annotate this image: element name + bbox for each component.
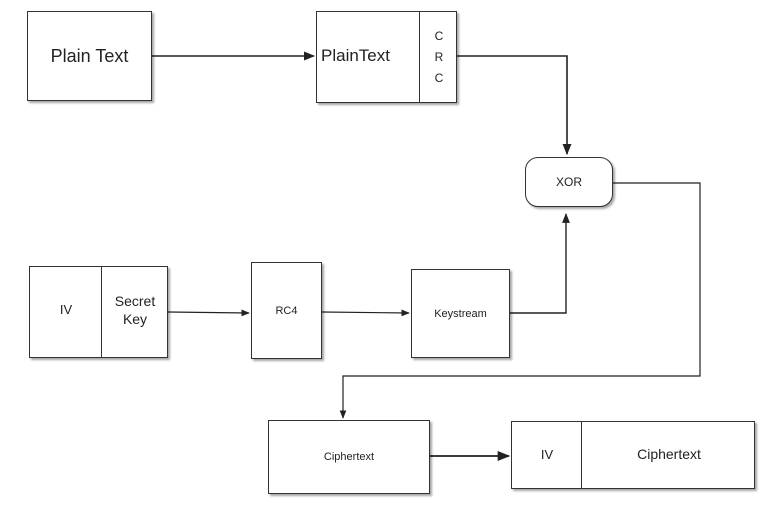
iv-label: IV bbox=[59, 302, 73, 317]
key-divider bbox=[101, 267, 102, 357]
iv-secret-key-box: IV Secret Key bbox=[29, 266, 168, 358]
ciphertext-label: Ciphertext bbox=[323, 451, 375, 463]
arrow-crc-to-xor bbox=[457, 55, 572, 156]
ciphertext-box: Ciphertext bbox=[268, 420, 430, 494]
plaintext-label: PlainText bbox=[321, 46, 390, 65]
rc4-box: RC4 bbox=[251, 262, 322, 359]
arrow-key-to-rc4 bbox=[167, 309, 250, 317]
plain-text-label: Plain Text bbox=[50, 45, 129, 66]
keystream-label: Keystream bbox=[434, 307, 487, 320]
output-ciphertext-label: Ciphertext bbox=[637, 446, 701, 462]
keystream-box: Keystream bbox=[411, 269, 510, 358]
plaintext-crc-box: PlainText C R C bbox=[316, 11, 457, 103]
crc-segment bbox=[419, 12, 420, 102]
secret-key-label: Secret Key bbox=[114, 293, 156, 327]
output-divider bbox=[581, 422, 582, 488]
arrow-rc4-to-keystream bbox=[321, 309, 410, 317]
rc4-label: RC4 bbox=[275, 304, 298, 317]
output-iv-label: IV bbox=[540, 447, 554, 462]
arrow-keystream-to-xor bbox=[510, 213, 570, 314]
arrow-xor-to-ciphertext bbox=[339, 182, 701, 419]
iv-ciphertext-output-box: IV Ciphertext bbox=[511, 421, 755, 489]
xor-label: XOR bbox=[555, 175, 582, 189]
xor-node: XOR bbox=[525, 157, 613, 207]
plain-text-box: Plain Text bbox=[27, 11, 152, 101]
crc-label: C R C bbox=[434, 29, 444, 85]
